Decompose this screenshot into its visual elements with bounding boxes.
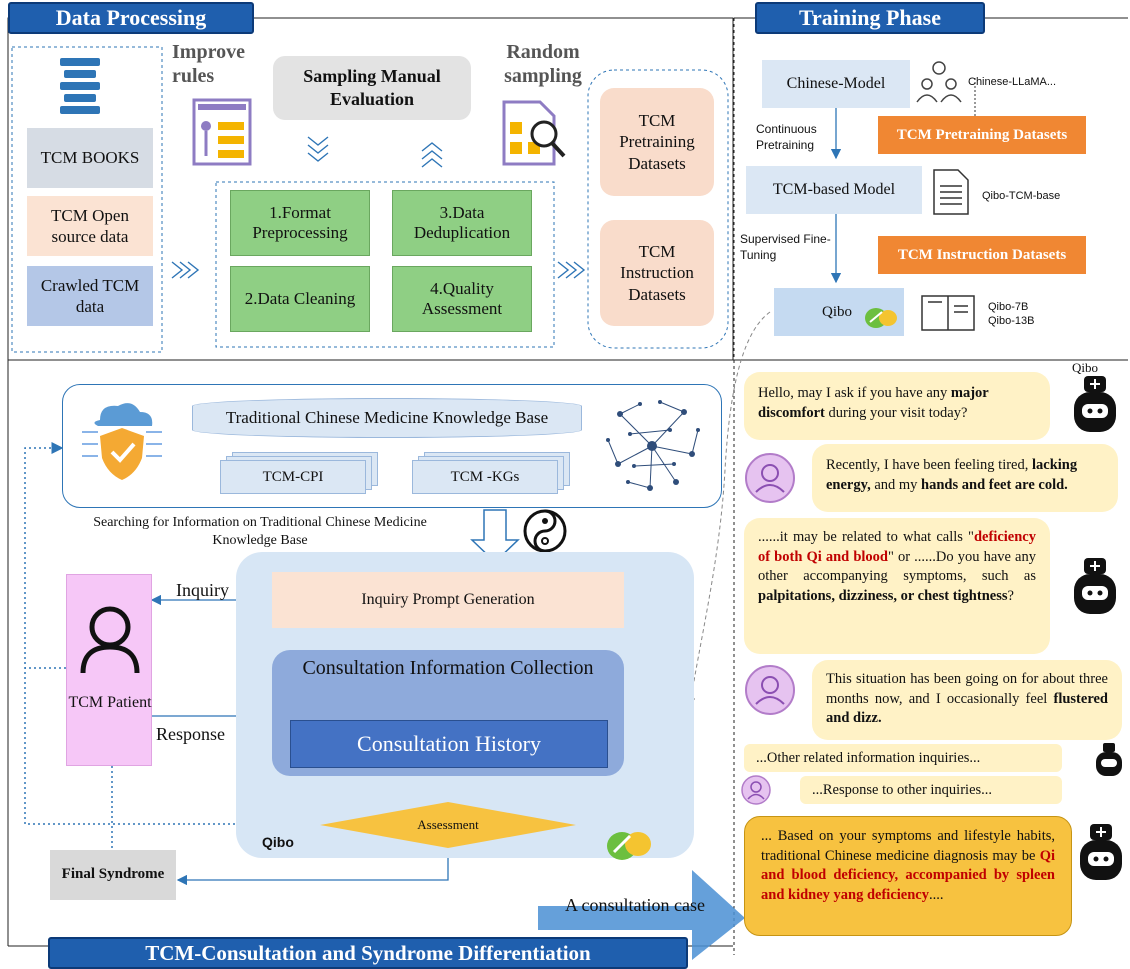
m2-text-a: Recently, I have been feeling tired,	[826, 457, 1032, 473]
people-icon	[915, 60, 963, 104]
m3-text-d: palpitations, dizziness, or chest tightn…	[758, 587, 1008, 604]
assessment-label: Assessment	[417, 817, 479, 832]
cloud-shield-icon	[78, 398, 166, 484]
step-data-cleaning: 2.Data Cleaning	[230, 266, 370, 332]
m3-text-e: ?	[1007, 587, 1014, 604]
patient-icon	[79, 605, 141, 675]
chinese-model-box: Chinese-Model	[762, 60, 910, 108]
cpi-label: TCM-CPI	[220, 460, 366, 494]
m7-text-c: ....	[928, 886, 944, 903]
leaf-icon	[864, 304, 898, 330]
qibo-leaf-icon	[606, 826, 654, 862]
source-tcm-books: TCM BOOKS	[27, 128, 153, 188]
chat-msg-3: ......it may be related to what calls "d…	[744, 518, 1050, 654]
m7-text-a: ... Based on your symptoms and lifestyle…	[761, 828, 1055, 864]
inquiry-label: Inquiry	[176, 580, 229, 600]
m4-text-b: flustered and dizz.	[826, 690, 1108, 727]
m2-text-c: and my	[870, 476, 922, 493]
m1-text-b: major discomfort	[758, 385, 989, 421]
chat-msg-2: Recently, I have been feeling tired, lac…	[812, 444, 1118, 512]
tcm-patient-box: TCM Patient	[66, 574, 152, 766]
pretraining-datasets-chip: TCM Pretraining Datasets	[878, 116, 1086, 154]
m2-text-b: lacking energy,	[826, 457, 1078, 493]
kb-stack-cpi: TCM-CPI	[220, 452, 380, 496]
knowledge-graph-icon	[600, 394, 704, 498]
m1-text-a: Hello, may I ask if you have any	[758, 385, 951, 401]
kb-search-caption: Searching for Information on Traditional…	[93, 515, 427, 549]
random-sampling-label: Random sampling	[504, 41, 582, 87]
tcm-based-model-box: TCM-based Model	[746, 166, 922, 214]
yin-yang-icon	[522, 508, 568, 554]
knowledge-base-panel	[62, 384, 722, 508]
consultation-case-label: A consultation case	[565, 895, 705, 915]
step-format-preprocessing: 1.Format Preprocessing	[230, 190, 370, 256]
response-label: Response	[156, 724, 225, 744]
open-book-icon	[920, 292, 976, 332]
inquiry-prompt-generation: Inquiry Prompt Generation	[272, 572, 624, 628]
training-phase-header: Training Phase	[755, 2, 985, 34]
robot-avatar-icon	[1070, 374, 1120, 436]
assessment-diamond: Assessment	[320, 800, 576, 850]
user-avatar-icon	[744, 452, 796, 504]
qibo-label: Qibo	[822, 303, 852, 320]
kgs-label: TCM -KGs	[412, 460, 558, 494]
robot-avatar-icon	[1076, 822, 1126, 884]
step-quality-assessment: 4.Quality Assessment	[392, 266, 532, 332]
kb-title: Traditional Chinese Medicine Knowledge B…	[192, 398, 582, 438]
sft-label: Supervised Fine-Tuning	[740, 232, 831, 262]
output-pretraining-datasets: TCM Pretraining Datasets	[600, 88, 714, 196]
chat-msg-6: ...Response to other inquiries...	[800, 776, 1062, 804]
patient-label: TCM Patient	[68, 694, 152, 711]
kb-stack-kgs: TCM -KGs	[412, 452, 572, 496]
m7-text-b: Qi and blood deficiency, accompanied by …	[761, 847, 1055, 903]
qibo-13b-label: Qibo-13B	[988, 315, 1035, 328]
qibo-panel-label: Qibo	[262, 834, 294, 850]
m1-text-c: during your visit today?	[824, 404, 968, 421]
rules-doc-icon	[192, 98, 256, 168]
user-avatar-icon	[740, 774, 772, 806]
continuous-pretraining-label: Continuous Pretraining	[756, 122, 817, 152]
chat-msg-7: ... Based on your symptoms and lifestyle…	[744, 816, 1072, 936]
search-doc-icon	[500, 98, 570, 168]
m3-text-c: " or ......Do you have any other accompa…	[758, 548, 1036, 585]
improve-rules-label: Improve rules	[172, 41, 245, 87]
collection-label: Consultation Information Collection	[302, 657, 594, 679]
consultation-info-collection: Consultation Information Collection Cons…	[272, 650, 624, 776]
chinese-llama-label: Chinese-LLaMA...	[968, 76, 1057, 88]
qibo-7b-label: Qibo-7B	[988, 301, 1029, 313]
final-syndrome-box: Final Syndrome	[50, 850, 176, 900]
step-data-deduplication: 3.Data Deduplication	[392, 190, 532, 256]
source-crawled-data: Crawled TCM data	[27, 266, 153, 326]
m3-text-a: ......it may be related to what calls "	[758, 529, 974, 545]
robot-avatar-icon	[1070, 556, 1120, 618]
m2-text-d: hands and feet are cold.	[921, 476, 1068, 493]
chat-msg-1: Hello, may I ask if you have any major d…	[744, 372, 1050, 440]
document-icon	[932, 168, 970, 216]
output-instruction-datasets: TCM Instruction Datasets	[600, 220, 714, 326]
m4-text-a: This situation has been going on for abo…	[826, 671, 1108, 707]
chat-msg-4: This situation has been going on for abo…	[812, 660, 1122, 740]
instruction-datasets-chip: TCM Instruction Datasets	[878, 236, 1086, 274]
qibo-chat-label: Qibo	[1072, 360, 1098, 375]
qibo-tcm-base-label: Qibo-TCM-base	[982, 190, 1061, 202]
user-avatar-icon	[744, 664, 796, 716]
book-stack-icon	[56, 56, 104, 116]
source-open-data: TCM Open source data	[27, 196, 153, 256]
consultation-history: Consultation History	[290, 720, 608, 768]
robot-avatar-icon	[1094, 742, 1124, 778]
data-processing-header: Data Processing	[8, 2, 254, 34]
consultation-header: TCM-Consultation and Syndrome Differenti…	[48, 937, 688, 969]
sampling-manual-evaluation: Sampling Manual Evaluation	[273, 56, 471, 120]
m3-text-b: deficiency of both Qi and blood	[758, 529, 1036, 565]
qibo-versions: Qibo-7B Qibo-13B	[988, 300, 1034, 329]
chat-msg-5: ...Other related information inquiries..…	[744, 744, 1062, 772]
